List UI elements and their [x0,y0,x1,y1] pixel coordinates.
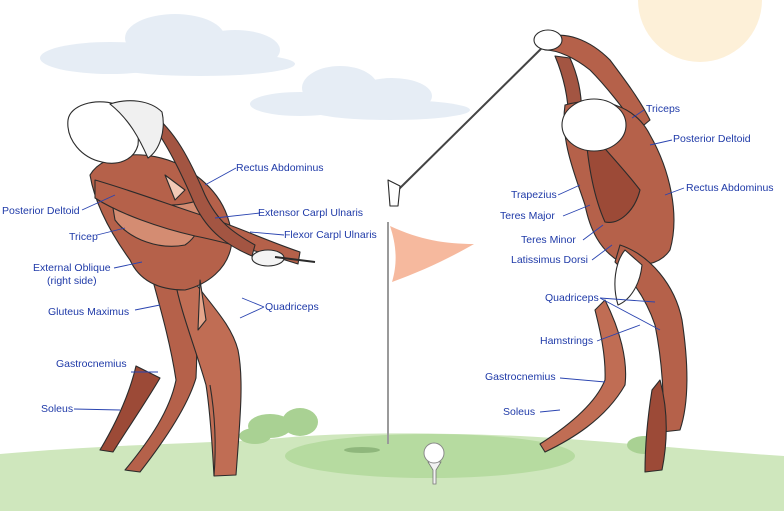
label-soleus-right: Soleus [503,406,536,418]
hole [344,447,380,453]
left-golfer [67,100,316,477]
grass-tuft [239,408,663,454]
label-gastrocnemius-left: Gastrocnemius [56,358,127,370]
label-soleus-left: Soleus [41,403,74,415]
label-flexor-carpl-ulnaris: Flexor Carpl Ulnaris [284,229,377,241]
label-rectus-abdominus-left: Rectus Abdominus [236,162,324,174]
golf-tee [427,461,442,485]
label-latissimus-dorsi: Latissimus Dorsi [511,254,589,266]
sun [638,0,762,62]
label-teres-major: Teres Major [500,210,555,222]
label-external-oblique: External Oblique [33,262,111,274]
label-rectus-abdominus-right: Rectus Abdominus [686,182,774,194]
label-extensor-carpl-ulnaris: Extensor Carpl Ulnaris [258,207,364,219]
label-trapezius: Trapezius [511,189,557,201]
cloud-right [250,66,470,120]
label-quadriceps-left: Quadriceps [265,301,319,313]
label-triceps: Triceps [646,103,681,115]
label-posterior-deltoid-right: Posterior Deltoid [673,133,751,145]
label-tricep: Tricep [69,231,98,243]
label-posterior-deltoid-left: Posterior Deltoid [2,205,80,217]
label-gluteus-maximus: Gluteus Maximus [48,306,130,318]
label-hamstrings: Hamstrings [540,335,594,347]
cloud-left [40,14,295,76]
label-gastrocnemius-right: Gastrocnemius [485,371,556,383]
label-external-oblique-note: (right side) [47,275,97,287]
flag [390,226,474,282]
leader-lines [73,109,685,413]
label-teres-minor: Teres Minor [521,234,576,246]
label-quadriceps-right: Quadriceps [545,292,599,304]
golf-ball [423,442,445,464]
